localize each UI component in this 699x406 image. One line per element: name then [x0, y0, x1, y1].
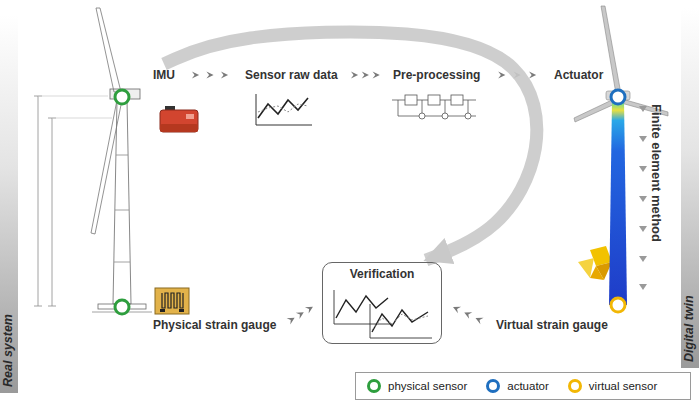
physical-sensor-marker [115, 300, 129, 314]
box-heading: Verification [331, 267, 433, 281]
side-band: Digital twin [681, 8, 699, 368]
step-label: Sensor raw data [242, 67, 341, 83]
step-label: Virtual strain gauge [493, 317, 611, 333]
verification-box: Verification [322, 262, 442, 344]
legend-swatch [366, 378, 382, 394]
verification-charts [334, 290, 432, 338]
step-name: Sensor raw data [245, 68, 338, 82]
step-label: Actuator [551, 67, 606, 83]
chevron-connector [445, 303, 490, 325]
axis-label: Finite element method [649, 104, 664, 242]
legend-text: virtual sensor [589, 380, 657, 392]
step-name: IMU [153, 68, 175, 82]
chevron-connector [282, 303, 319, 325]
band-title: Real system [1, 314, 15, 387]
step-label: IMU [150, 67, 178, 83]
step-label: Pre-processing [390, 67, 483, 83]
chevron-connector [344, 75, 387, 76]
filter-block-diagram [392, 95, 476, 119]
physical-sensor-marker [115, 90, 129, 104]
legend-entry: virtual sensor [567, 378, 657, 394]
legend-entry: actuator [485, 378, 549, 394]
step-name: Virtual strain gauge [496, 318, 608, 332]
legend-box: physical sensor actuator virtual sensor [355, 372, 691, 400]
legend-text: physical sensor [388, 380, 467, 392]
turbine-drawing [34, 8, 152, 312]
raw-data-chart [256, 94, 312, 125]
virtual-sensor-marker [611, 298, 625, 312]
chevron-connector [181, 75, 239, 76]
legend-entry: physical sensor [366, 378, 467, 394]
side-band: Real system [0, 15, 18, 393]
legend-text: actuator [507, 380, 549, 392]
step-name: Physical strain gauge [153, 318, 276, 332]
imu-icon [160, 106, 198, 132]
step-name: Actuator [554, 68, 603, 82]
actuator-marker [611, 90, 625, 104]
step-label: Physical strain gauge [150, 317, 279, 333]
mesh-icon [578, 246, 612, 280]
legend-swatch [485, 378, 501, 394]
flow-arrow [164, 32, 537, 260]
fem-turbine [574, 6, 668, 305]
band-title: Digital twin [682, 295, 696, 362]
step-name: Pre-processing [393, 68, 480, 82]
legend-swatch [567, 378, 583, 394]
strain-gauge-icon [155, 288, 189, 314]
